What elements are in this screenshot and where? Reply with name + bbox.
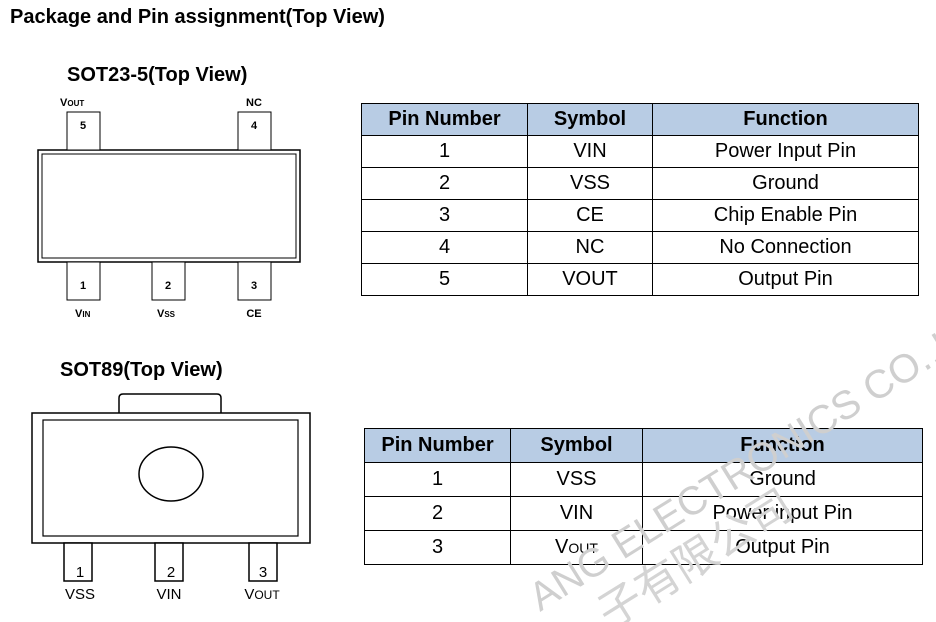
header-symbol: Symbol — [527, 103, 653, 136]
sot23-pin-5 — [66, 111, 101, 151]
header-function: Function — [642, 428, 923, 463]
sot23-pin-table: Pin Number Symbol Function 1 VIN Power I… — [361, 103, 919, 296]
section-heading: Package and Pin assignment(Top View) — [10, 6, 385, 28]
header-pin-number: Pin Number — [364, 428, 511, 463]
cell-symbol: VOUT — [510, 530, 643, 565]
cell-symbol: VIN — [527, 135, 653, 168]
sot89-pin-3 — [248, 542, 278, 582]
sot89-label-vout: VOUT — [244, 586, 280, 603]
table-row: 1 VSS Ground — [364, 462, 923, 497]
cell-pin: 5 — [361, 263, 528, 296]
table-row: 4 NC No Connection — [361, 231, 919, 264]
cell-function: No Connection — [652, 231, 919, 264]
sot89-pin-table: Pin Number Symbol Function 1 VSS Ground … — [364, 428, 923, 565]
sot89-pin-1-number: 1 — [76, 564, 84, 581]
sot89-title: SOT89(Top View) — [60, 359, 223, 381]
cell-symbol: NC — [527, 231, 653, 264]
cell-pin: 4 — [361, 231, 528, 264]
cell-function: Ground — [652, 167, 919, 200]
sot23-pin-4-number: 4 — [251, 120, 258, 132]
sot23-pin-1-number: 1 — [80, 280, 86, 292]
table-row: 5 VOUT Output Pin — [361, 263, 919, 296]
sot23-label-vin: VIN — [75, 308, 91, 320]
sot23-label-nc: NC — [246, 97, 262, 109]
sot23-pin-3-number: 3 — [251, 280, 257, 292]
cell-pin: 2 — [361, 167, 528, 200]
table-row: 2 VSS Ground — [361, 167, 919, 200]
cell-pin: 3 — [361, 199, 528, 232]
cell-symbol: VIN — [510, 496, 643, 531]
sot89-pin-3-number: 3 — [259, 564, 267, 581]
cell-pin: 1 — [364, 462, 511, 497]
cell-function: Output Pin — [642, 530, 923, 565]
cell-function: Power Input Pin — [652, 135, 919, 168]
sot23-pin-4 — [237, 111, 272, 151]
cell-symbol: CE — [527, 199, 653, 232]
header-symbol: Symbol — [510, 428, 643, 463]
cell-function: Power input Pin — [642, 496, 923, 531]
sot23-body — [37, 149, 301, 263]
cell-function: Ground — [642, 462, 923, 497]
cell-symbol: VSS — [527, 167, 653, 200]
sot89-pin-2 — [154, 542, 184, 582]
sot89-label-vss: VSS — [65, 586, 95, 603]
sot23-label-vout: VOUT — [60, 97, 84, 109]
cell-function: Chip Enable Pin — [652, 199, 919, 232]
sot89-pin-1 — [63, 542, 93, 582]
table-row: 3 CE Chip Enable Pin — [361, 199, 919, 232]
sot89-tab — [118, 393, 222, 413]
cell-pin: 3 — [364, 530, 511, 565]
header-function: Function — [652, 103, 919, 136]
cell-symbol: VSS — [510, 462, 643, 497]
sot23-label-vss: VSS — [157, 308, 176, 320]
table-row: 3 VOUT Output Pin — [364, 530, 923, 565]
symbol-main: V — [555, 536, 569, 558]
sot23-pin-1 — [66, 261, 101, 301]
symbol-sub: OUT — [568, 540, 598, 556]
cell-function: Output Pin — [652, 263, 919, 296]
table-header-row: Pin Number Symbol Function — [361, 103, 919, 136]
table-header-row: Pin Number Symbol Function — [364, 428, 923, 463]
sot23-pin-5-number: 5 — [80, 120, 86, 132]
cell-pin: 2 — [364, 496, 511, 531]
sot23-title: SOT23-5(Top View) — [67, 64, 248, 86]
sot23-label-ce: CE — [246, 308, 261, 320]
sot23-pin-2-number: 2 — [165, 280, 171, 292]
sot89-body — [31, 412, 311, 544]
cell-pin: 1 — [361, 135, 528, 168]
header-pin-number: Pin Number — [361, 103, 528, 136]
sot89-pin-2-number: 2 — [167, 564, 175, 581]
sot89-mark-circle — [138, 446, 204, 502]
table-row: 2 VIN Power input Pin — [364, 496, 923, 531]
sot23-pin-2 — [151, 261, 186, 301]
cell-symbol: VOUT — [527, 263, 653, 296]
sot89-label-vin: VIN — [156, 586, 181, 603]
sot89-body-inner — [42, 419, 299, 537]
sot23-pin-3 — [237, 261, 272, 301]
sot23-body-inner — [41, 153, 297, 259]
table-row: 1 VIN Power Input Pin — [361, 135, 919, 168]
